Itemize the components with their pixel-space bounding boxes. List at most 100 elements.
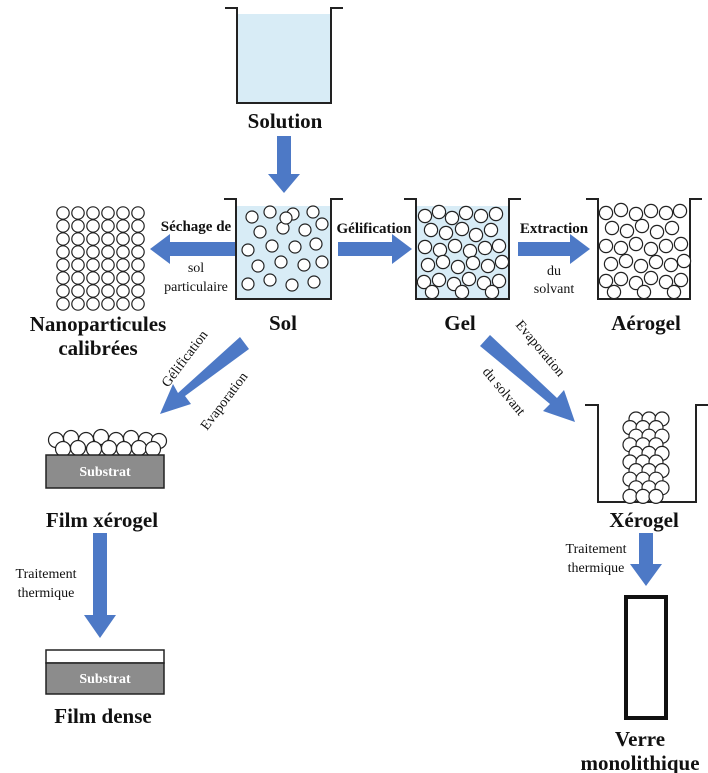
particle [131,245,145,259]
particle [476,275,492,291]
particle [116,297,130,311]
particle [131,232,145,246]
particle [473,208,489,224]
arrow-gel-to-aerogel [518,234,590,264]
particle [622,488,638,504]
xerogel-particles [622,411,670,504]
particle [673,272,689,288]
particle [491,273,507,289]
particle [598,273,614,289]
particle [71,232,85,246]
particle [649,224,665,240]
particle [297,258,311,272]
traitement-left-label-1: Traitement [16,567,77,582]
particle [619,223,635,239]
particle [263,205,277,219]
film-dense-label: Film dense [54,704,151,728]
particle [628,236,644,252]
particle [604,220,620,236]
particle [131,206,145,220]
particle [116,271,130,285]
gel-beaker [404,198,521,300]
particle [416,274,432,290]
particle [56,232,70,246]
particle [251,259,265,273]
particle [86,232,100,246]
extraction-label-1: Extraction [520,221,589,237]
particle [658,238,674,254]
particle [643,241,659,257]
particle [454,284,470,300]
particle [628,206,644,222]
gelification-label: Gélification [337,221,413,237]
particle [603,256,619,272]
particle [86,297,100,311]
particle [285,278,299,292]
particle [101,232,115,246]
particle [116,219,130,233]
particle [116,232,130,246]
particle [664,220,680,236]
particle [636,284,652,300]
particle [634,218,650,234]
particle [435,254,451,270]
solution-beaker [225,7,343,104]
particle [265,239,279,253]
particle [643,270,659,286]
particle [307,275,321,289]
sechage-label-3: particulaire [164,280,228,295]
particle [86,219,100,233]
particle [618,253,634,269]
particle [417,208,433,224]
particle [101,219,115,233]
particle [658,205,674,221]
particle [648,254,664,270]
particle [69,439,87,457]
substrat-bottom-label: Substrat [79,672,131,687]
film-xerogel-particles [47,428,168,458]
gel-label: Gel [444,311,476,335]
particle [116,206,130,220]
particle [71,297,85,311]
particle [633,258,649,274]
particle [71,284,85,298]
particle [101,245,115,259]
particle [444,210,460,226]
particle [131,219,145,233]
arrow-sol-to-film-xerogel [160,337,249,414]
arrow-sol-to-nanoparticles [150,234,235,264]
film-xerogel-label: Film xérogel [46,508,158,532]
aerogel-label: Aérogel [611,311,681,335]
particle [635,488,651,504]
arrow-film-xerogel-to-film-dense [84,533,116,638]
particle [288,240,302,254]
solution-label: Solution [248,109,323,133]
particle [438,225,454,241]
particle [432,242,448,258]
particle [465,255,481,271]
particle [417,239,433,255]
sechage-label-1: Séchage de [161,219,232,235]
particle [462,243,478,259]
particle [86,245,100,259]
particle [450,259,466,275]
particle [274,255,288,269]
sol-label: Sol [269,311,297,335]
particle [71,245,85,259]
particle [56,206,70,220]
particle [663,257,679,273]
particle [245,210,259,224]
particle [279,211,293,225]
particle [263,273,277,287]
particle [606,284,622,300]
substrat-top-label: Substrat [79,465,131,480]
gel-network [416,204,510,300]
particle [658,274,674,290]
particle [461,271,477,287]
particle [56,284,70,298]
sol-beaker [224,198,343,300]
particle [101,258,115,272]
extraction-label-3: solvant [534,282,575,297]
particle [116,245,130,259]
